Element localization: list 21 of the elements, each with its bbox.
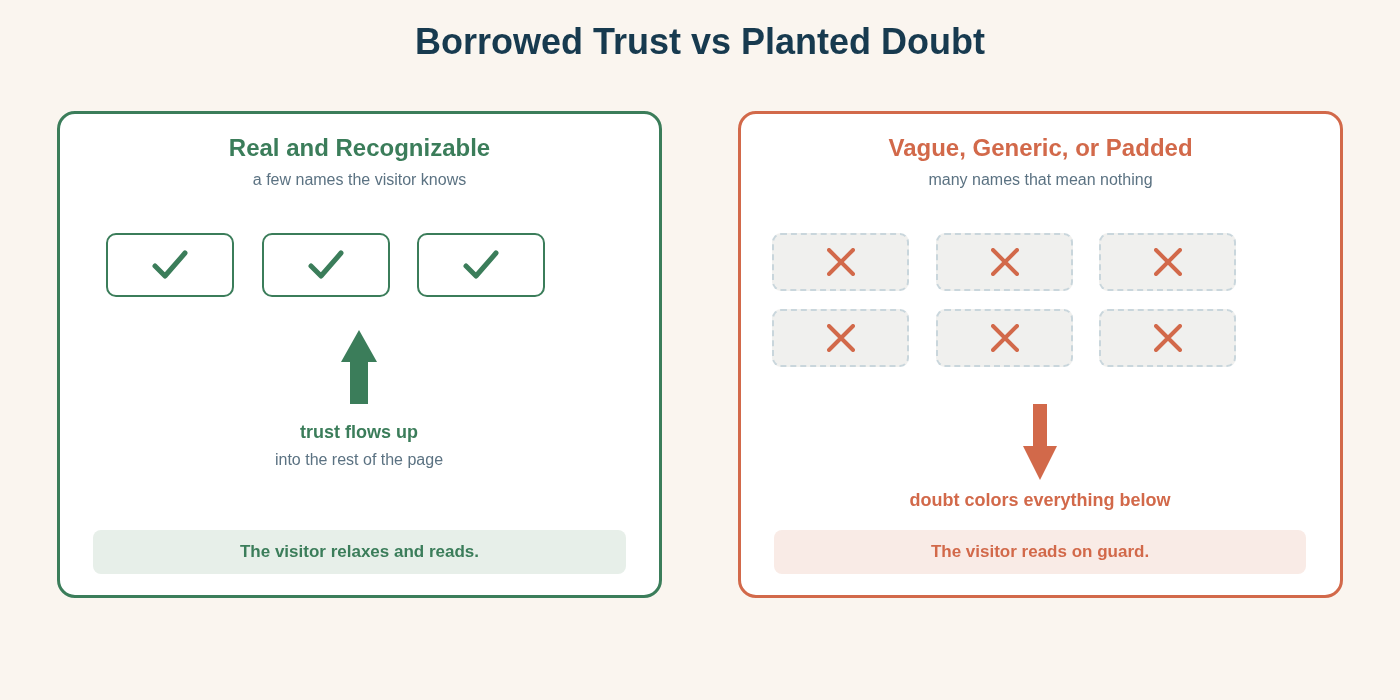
placeholder-card <box>936 309 1073 367</box>
arrow-subcaption: into the rest of the page <box>274 450 444 470</box>
summary-banner: The visitor relaxes and reads. <box>93 530 626 574</box>
panel-heading: Real and Recognizable <box>228 133 491 163</box>
diagram-title: Borrowed Trust vs Planted Doubt <box>414 20 986 64</box>
arrow-caption: trust flows up <box>300 421 418 443</box>
summary-banner: The visitor reads on guard. <box>774 530 1306 574</box>
comparison-panel <box>738 111 1343 598</box>
placeholder-card <box>1099 233 1236 291</box>
placeholder-card <box>772 233 909 291</box>
placeholder-card <box>262 233 390 297</box>
placeholder-card <box>417 233 545 297</box>
comparison-panel <box>57 111 662 598</box>
panel-subheading: a few names the visitor knows <box>252 170 467 190</box>
panel-subheading: many names that mean nothing <box>928 170 1153 190</box>
placeholder-card <box>1099 309 1236 367</box>
placeholder-card <box>106 233 234 297</box>
placeholder-card <box>772 309 909 367</box>
panel-heading: Vague, Generic, or Padded <box>888 133 1193 163</box>
arrow-caption: doubt colors everything below <box>909 489 1171 511</box>
placeholder-card <box>936 233 1073 291</box>
